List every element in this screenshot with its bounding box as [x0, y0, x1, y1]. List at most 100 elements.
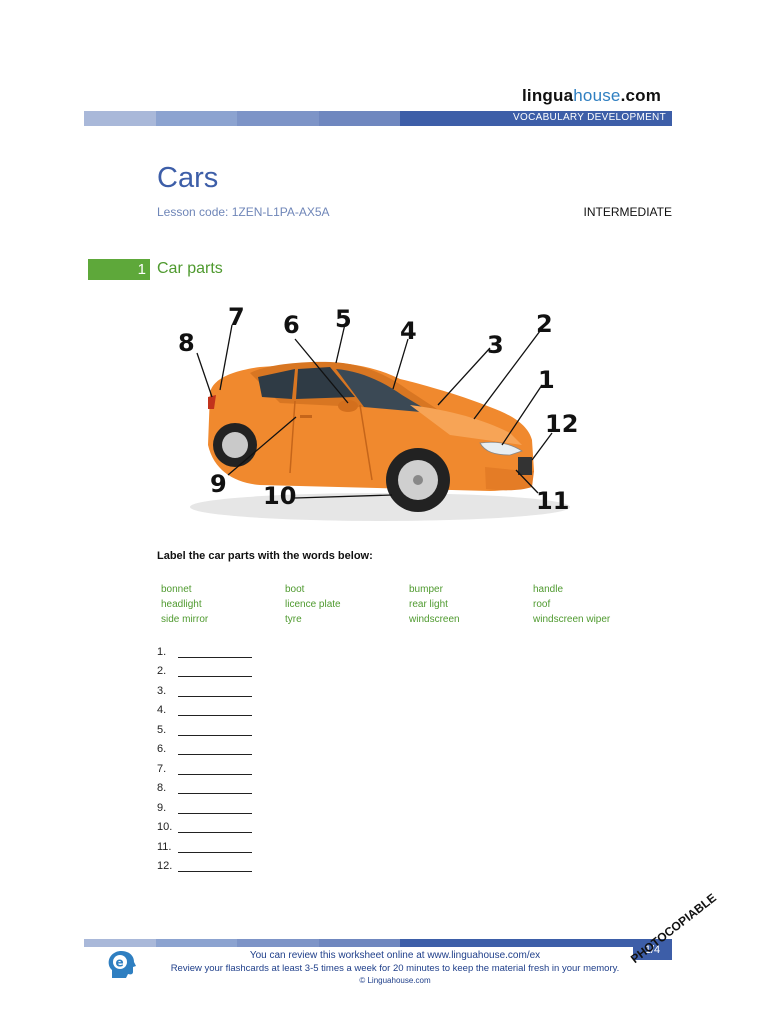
headlight-shape — [479, 441, 523, 456]
answer-number: 6. — [157, 743, 167, 755]
answer-number: 4. — [157, 704, 167, 716]
page-number: 1/4 — [633, 940, 672, 960]
answer-row: 6. — [157, 736, 252, 755]
answer-blank[interactable] — [178, 822, 252, 833]
car-diagram: 1 2 3 4 5 6 7 8 9 10 11 12 — [178, 303, 578, 521]
car-label: 6 — [283, 311, 300, 339]
answer-row: 4. — [157, 697, 252, 716]
answer-blank[interactable] — [178, 861, 252, 872]
answer-number: 7. — [157, 762, 167, 775]
answer-number: 11. — [157, 840, 172, 853]
header-band: VOCABULARY DEVELOPMENT — [84, 111, 672, 126]
band-segment — [400, 111, 672, 126]
car-label: 2 — [536, 310, 553, 338]
answer-row: 9. — [157, 794, 252, 814]
car-shadow — [190, 493, 570, 521]
answer-row: 8. — [157, 775, 252, 794]
word-bank-item: headlight — [161, 599, 202, 610]
answer-number: 2. — [157, 665, 167, 677]
answer-blank[interactable] — [178, 705, 252, 716]
page-title: Cars — [157, 162, 219, 194]
word-bank-item: boot — [285, 584, 305, 595]
car-label: 7 — [228, 303, 245, 331]
brand-accent: house — [573, 86, 621, 105]
car-label: 11 — [536, 487, 569, 515]
rear-rim — [222, 432, 248, 458]
car-label: 9 — [210, 470, 227, 498]
brand-main: lingua — [522, 86, 574, 105]
photocopiable-stamp: PHOTOCOPIABLE — [628, 890, 719, 967]
band-segment — [400, 939, 672, 947]
answer-row: 12. — [157, 853, 252, 872]
answer-blank[interactable] — [178, 842, 252, 853]
word-bank-item: roof — [533, 599, 551, 610]
band-label: VOCABULARY DEVELOPMENT — [513, 112, 666, 123]
answer-number: 9. — [157, 801, 167, 814]
answer-number: 5. — [157, 723, 167, 736]
answer-row: 2. — [157, 658, 252, 677]
footer-band — [84, 939, 672, 947]
car-label: 12 — [545, 410, 578, 438]
word-bank-item: rear light — [409, 599, 448, 610]
side-window — [296, 367, 355, 399]
leader-lines — [196, 323, 553, 499]
answer-blank[interactable] — [178, 647, 252, 658]
door-handle — [300, 415, 312, 418]
band-segment — [84, 939, 156, 947]
car-label: 10 — [263, 482, 296, 510]
word-bank-item: side mirror — [161, 614, 209, 625]
answer-blank[interactable] — [178, 783, 252, 794]
door-lines — [289, 400, 373, 481]
car-illustration: 1 2 3 4 5 6 7 8 9 10 11 12 — [150, 295, 600, 530]
exercise-instruction: Label the car parts with the words below… — [157, 550, 373, 562]
word-bank: bonnet boot bumper handle headlight lice… — [161, 583, 661, 627]
word-bank-item: windscreen wiper — [533, 614, 611, 625]
band-segment — [319, 111, 400, 126]
e-head-icon: e — [104, 948, 138, 987]
answer-blank[interactable] — [178, 744, 252, 755]
answer-blank[interactable] — [178, 803, 252, 814]
band-segment — [237, 111, 319, 126]
band-segment — [156, 111, 237, 126]
answer-blank[interactable] — [178, 666, 252, 677]
answer-list: 1. 2. 3. 4. 5. 6. 7. 8. 9. 10. 11. 12. — [157, 638, 252, 872]
car-label: 5 — [335, 305, 352, 333]
side-mirror-shape — [338, 400, 358, 412]
front-hub — [413, 475, 423, 485]
band-segment — [156, 939, 237, 947]
answer-number: 12. — [157, 860, 173, 872]
band-segment — [84, 111, 156, 126]
car-label: 8 — [178, 329, 195, 357]
answer-number: 10. — [157, 821, 173, 833]
word-bank-item: handle — [533, 584, 564, 595]
answer-row: 5. — [157, 716, 252, 736]
level-badge: INTERMEDIATE — [583, 205, 672, 219]
band-segment — [319, 939, 400, 947]
answer-row: 10. — [157, 814, 252, 833]
rear-light-shape — [208, 395, 216, 409]
brand-tld: .com — [620, 86, 662, 105]
answer-blank[interactable] — [178, 764, 252, 775]
car-label: 1 — [538, 366, 555, 394]
answer-number: 3. — [157, 684, 167, 697]
word-bank-item: bonnet — [161, 584, 192, 595]
answer-row: 3. — [157, 677, 252, 697]
answer-number: 8. — [157, 782, 167, 794]
band-segment — [237, 939, 319, 947]
car-label: 4 — [400, 317, 417, 345]
bonnet-highlight — [410, 405, 522, 445]
brand-logo: linguahouse.com — [522, 86, 661, 106]
lesson-code: Lesson code: 1ZEN-L1PA-AX5A — [157, 205, 330, 219]
footer-flashcards-note: Review your flashcards at least 3-5 time… — [170, 963, 620, 974]
word-bank-item: licence plate — [285, 599, 341, 610]
section-title: Car parts — [157, 260, 223, 277]
answer-blank[interactable] — [178, 725, 252, 736]
word-bank-item: windscreen — [409, 614, 460, 625]
answer-blank[interactable] — [178, 686, 252, 697]
svg-text:e: e — [116, 956, 124, 970]
word-bank-item: bumper — [409, 584, 443, 595]
licence-plate-shape — [518, 457, 532, 475]
footer-review-link[interactable]: You can review this worksheet online at … — [249, 950, 541, 961]
windscreen — [336, 369, 432, 413]
car-label: 3 — [487, 331, 504, 359]
